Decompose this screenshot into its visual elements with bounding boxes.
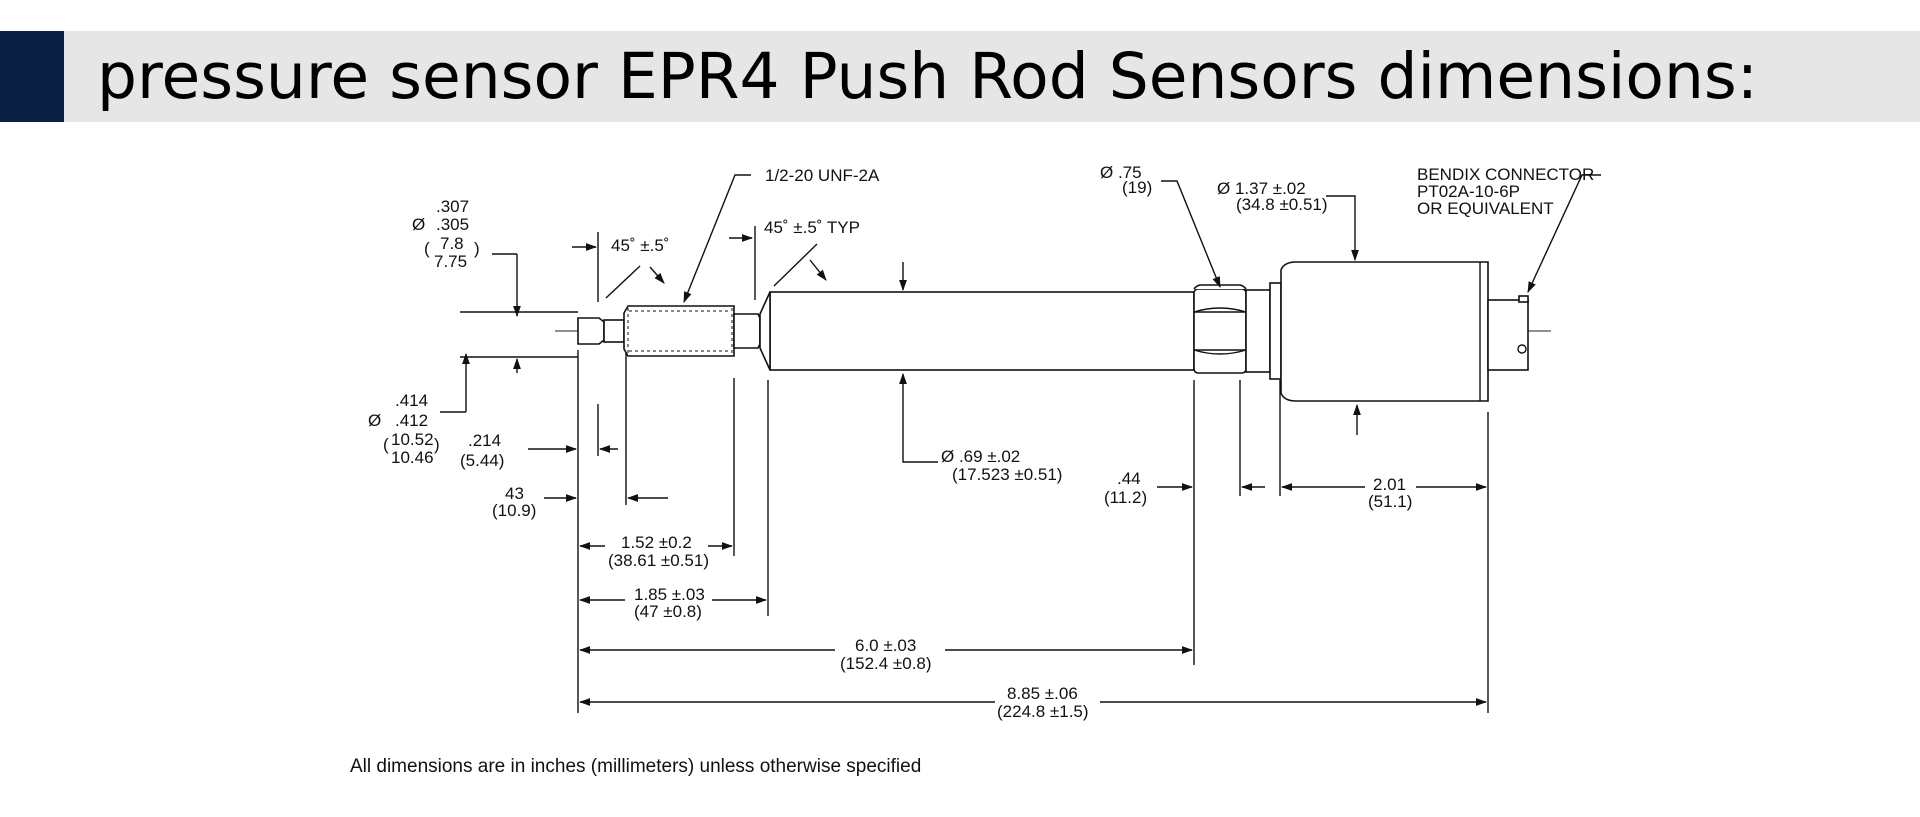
- title-accent-block: [0, 31, 64, 122]
- rod-dia-mm-lower: 10.46: [391, 448, 434, 467]
- hex-dia-label: Ø .75: [1100, 163, 1142, 182]
- rod-dia-upper: .414: [395, 391, 428, 410]
- hex-nut: [1193, 284, 1247, 374]
- svg-text:): ): [434, 435, 440, 454]
- page-title: pressure sensor EPR4 Push Rod Sensors di…: [97, 40, 1758, 113]
- len-214-mm-label: (5.44): [460, 451, 504, 470]
- len-152-label: 1.52 ±0.2: [621, 533, 692, 552]
- housing: [1280, 261, 1489, 402]
- connector-label-line2: PT02A-10-6P: [1417, 182, 1520, 201]
- housing-dia-mm-label: (34.8 ±0.51): [1236, 195, 1328, 214]
- thread-callout: 1/2-20 UNF-2A: [765, 166, 880, 185]
- sensor-tip: [577, 317, 605, 345]
- thread-collar: [733, 313, 761, 349]
- stem-dia-label: Ø .69 ±.02: [941, 447, 1020, 466]
- spacer: [1245, 289, 1271, 373]
- len-214-label: .214: [468, 431, 501, 450]
- len-43-label: 43: [505, 484, 524, 503]
- stem: [769, 291, 1195, 371]
- housing-len-mm-label: (51.1): [1368, 492, 1412, 511]
- chamfer-typ-label: 45˚ ±.5˚ TYP: [764, 218, 860, 237]
- len-43-mm-label: (10.9): [492, 501, 536, 520]
- connector-label-line3: OR EQUIVALENT: [1417, 199, 1554, 218]
- hex-len-mm-label: (11.2): [1104, 488, 1147, 507]
- housing-dia-label: Ø 1.37 ±.02: [1217, 179, 1306, 198]
- stem-dia-mm-label: (17.523 ±0.51): [952, 465, 1062, 484]
- bendix-connector: [1487, 295, 1529, 371]
- flange: [1269, 282, 1282, 380]
- rod-dia-symbol: Ø: [368, 411, 381, 430]
- len-60-mm-label: (152.4 ±0.8): [840, 654, 932, 673]
- title-bar: pressure sensor EPR4 Push Rod Sensors di…: [0, 31, 1920, 122]
- len-185-label: 1.85 ±.03: [634, 585, 705, 604]
- rod-dia-lower: .412: [395, 411, 428, 430]
- svg-text:): ): [474, 239, 480, 258]
- chamfer-label: 45˚ ±.5˚: [611, 236, 669, 255]
- threaded-section: [623, 305, 735, 357]
- tip-dia-symbol: Ø: [412, 215, 425, 234]
- tip-dia-lower: .305: [436, 215, 469, 234]
- housing-len-label: 2.01: [1373, 475, 1406, 494]
- svg-text:(: (: [424, 239, 430, 258]
- sensor-body: [577, 261, 1529, 402]
- svg-text:(: (: [383, 435, 389, 454]
- len-60-label: 6.0 ±.03: [855, 636, 916, 655]
- tip-dia-mm-upper: 7.8: [440, 234, 464, 253]
- len-885-mm-label: (224.8 ±1.5): [997, 702, 1089, 721]
- hex-len-label: .44: [1117, 469, 1141, 488]
- rod-dia-mm-upper: 10.52: [391, 430, 434, 449]
- sensor-neck: [603, 319, 625, 343]
- len-885-label: 8.85 ±.06: [1007, 684, 1078, 703]
- tip-dia-upper: .307: [436, 197, 469, 216]
- units-footnote: All dimensions are in inches (millimeter…: [350, 756, 922, 777]
- connector-label-line1: BENDIX CONNECTOR: [1417, 165, 1594, 184]
- hex-dia-mm-label: (19): [1122, 178, 1152, 197]
- len-185-mm-label: (47 ±0.8): [634, 602, 702, 621]
- len-152-mm-label: (38.61 ±0.51): [608, 551, 709, 570]
- tip-dia-mm-lower: 7.75: [434, 252, 467, 271]
